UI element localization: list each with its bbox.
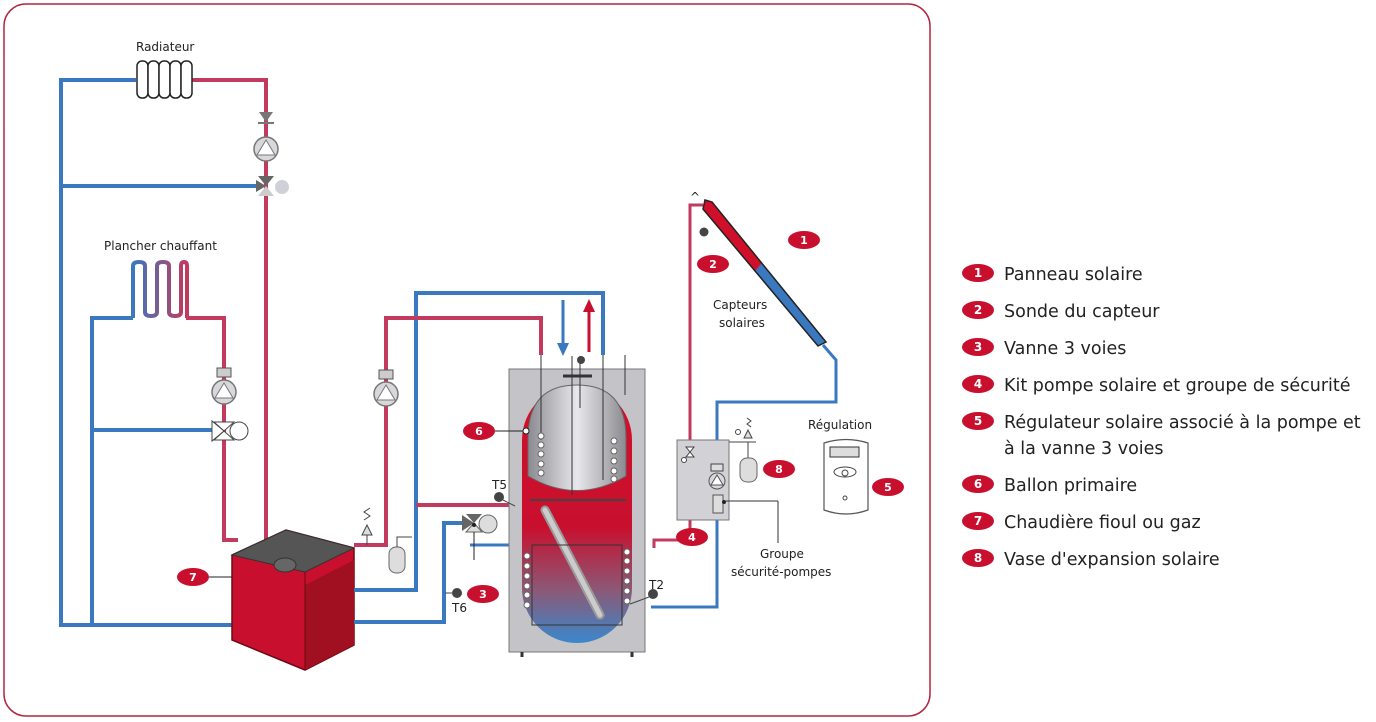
- cold-water-inlet-arrow: [557, 300, 569, 356]
- badge-8: 8: [763, 460, 795, 478]
- sensor-t5: [494, 492, 516, 507]
- three-way-mixing-valve-icon: [211, 419, 249, 443]
- safety-pump-group-label-line2: sécurité-pompes: [731, 565, 831, 579]
- badge-4: 4: [676, 528, 708, 546]
- diagram-frame: [3, 3, 931, 717]
- legend-badge: 2: [962, 301, 994, 319]
- floor-heating-coil: [131, 259, 189, 319]
- sensor-t6-label: T6: [451, 601, 467, 615]
- legend-item: 3 Vanne 3 voies: [962, 336, 1376, 362]
- legend-item: 4 Kit pompe solaire et groupe de sécurit…: [962, 373, 1376, 399]
- svg-text:6: 6: [475, 425, 483, 438]
- badge-7: 7: [177, 568, 232, 586]
- solar-expansion-vessel-icon: [729, 417, 758, 483]
- svg-text:8: 8: [775, 463, 783, 476]
- hot-water-outlet-arrow: [583, 299, 595, 352]
- svg-text:3: 3: [479, 588, 487, 601]
- legend-item: 7 Chaudière fioul ou gaz: [962, 510, 1376, 536]
- solar-three-way-valve-icon: [462, 514, 498, 560]
- boiler-pump-icon: [373, 369, 399, 407]
- legend-item: 2 Sonde du capteur: [962, 299, 1376, 325]
- boiler-pipes: [354, 291, 605, 624]
- svg-text:2: 2: [709, 258, 717, 271]
- legend-item: 8 Vase d'expansion solaire: [962, 547, 1376, 573]
- svg-text:1: 1: [800, 234, 808, 247]
- solar-circuit: [651, 203, 838, 609]
- legend-text: Ballon primaire: [1004, 476, 1138, 496]
- legend-text: Sonde du capteur: [1004, 302, 1160, 322]
- legend-item: 1 Panneau solaire: [962, 262, 1376, 288]
- sensor-t2: [629, 589, 658, 605]
- legend-badge: 6: [962, 475, 994, 493]
- legend-text: Panneau solaire: [1004, 265, 1143, 285]
- air-vent-icon: ^: [690, 190, 700, 204]
- motorized-pump-icon: [211, 367, 237, 405]
- sensor-t5-label: T5: [491, 478, 507, 492]
- legend-text: Régulateur solaire associé à la pompe et…: [1004, 413, 1361, 459]
- legend-text: Kit pompe solaire et groupe de sécurité: [1004, 376, 1351, 396]
- legend-text: Vanne 3 voies: [1004, 339, 1127, 359]
- legend-text: Chaudière fioul ou gaz: [1004, 513, 1201, 533]
- solar-panel-icon: [702, 199, 828, 347]
- tank-coil-upper: [537, 432, 618, 483]
- legend-item: 6 Ballon primaire: [962, 473, 1376, 499]
- safety-valve-icon: [361, 507, 373, 545]
- svg-text:5: 5: [884, 481, 892, 494]
- radiator-icon: [136, 60, 193, 99]
- collectors-label-line2: solaires: [719, 316, 765, 330]
- legend-badge: 4: [962, 375, 994, 393]
- svg-text:7: 7: [189, 571, 197, 584]
- floor-heating-label: Plancher chauffant: [104, 239, 217, 253]
- radiator-circuit: [59, 78, 268, 627]
- pump-station-icon: [676, 439, 730, 521]
- badge-6: 6: [463, 422, 530, 440]
- collector-sensor-icon: [699, 227, 709, 237]
- badge-5: 5: [872, 478, 904, 496]
- expansion-vessel-icon: [388, 536, 412, 574]
- collectors-label-line1: Capteurs: [713, 298, 767, 312]
- storage-tank-icon: [508, 355, 646, 657]
- solar-controller-icon: [823, 438, 869, 515]
- tank-coil-lower: [523, 548, 631, 609]
- three-way-valve-icon: [256, 176, 289, 196]
- regulation-label: Régulation: [808, 418, 872, 432]
- radiator-label: Radiateur: [136, 40, 194, 54]
- legend-item: 5 Régulateur solaire associé à la pompe …: [962, 410, 1376, 462]
- safety-pump-group-label-line1: Groupe: [760, 547, 804, 561]
- legend-text: Vase d'expansion solaire: [1004, 550, 1220, 570]
- svg-text:4: 4: [688, 531, 696, 544]
- floor-heating-circuit: [90, 316, 238, 625]
- boiler-icon: [230, 529, 356, 671]
- badge-2: 2: [697, 255, 729, 273]
- legend: 1 Panneau solaire 2 Sonde du capteur 3 V…: [962, 262, 1376, 584]
- sensor-t6: [445, 588, 462, 598]
- legend-badge: 8: [962, 549, 994, 567]
- legend-badge: 1: [962, 264, 994, 282]
- legend-badge: 3: [962, 338, 994, 356]
- sensor-t2-label: T2: [648, 578, 664, 592]
- badge-1: 1: [788, 231, 820, 249]
- legend-badge: 7: [962, 512, 994, 530]
- pump-icon: [253, 136, 279, 162]
- legend-badge: 5: [962, 412, 994, 430]
- check-valve-icon: [258, 112, 274, 124]
- badge-3: 3: [467, 585, 499, 603]
